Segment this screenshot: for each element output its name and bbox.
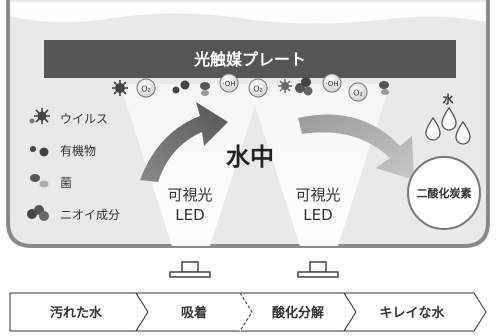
- virus-icon: [29, 108, 50, 124]
- bacteria-icon: [200, 82, 210, 96]
- odor-icon: [295, 77, 313, 96]
- oh-label: ·OH: [326, 80, 339, 88]
- o2-bubble: O₂: [248, 78, 268, 98]
- legend: ウイルス 有機物 菌 ニオイ成分: [27, 108, 120, 222]
- decomposition-arrow: [298, 114, 414, 180]
- o2-label: O₂: [253, 85, 263, 94]
- carbon-dioxide-label: 二酸化炭素: [417, 186, 472, 200]
- in-water-label: 水中: [226, 143, 274, 171]
- step-label: 酸化分解: [272, 305, 324, 321]
- legend-label: 菌: [60, 176, 72, 190]
- led-label-line1: 可視光: [295, 186, 340, 204]
- water-drop-icon: [455, 120, 471, 145]
- water-label: 水: [443, 92, 455, 106]
- water-drop-icon: [441, 106, 457, 131]
- bacteria-icon: [30, 174, 49, 188]
- led-label-line2: LED: [175, 206, 204, 224]
- legend-label: 有機物: [60, 143, 96, 158]
- led-label-line1: 可視光: [167, 186, 212, 204]
- oh-bubble: ·OH: [322, 73, 342, 93]
- legend-label: ウイルス: [60, 112, 108, 126]
- water-drop-icon: [425, 116, 441, 141]
- plate-label: 光触媒プレート: [193, 50, 306, 69]
- photocatalyst-plate: 光触媒プレート: [44, 40, 456, 78]
- organic-matter-icon: [30, 146, 49, 157]
- led-lamp-icon: [297, 261, 339, 278]
- virus-icon: [278, 79, 292, 93]
- virus-icon: [112, 80, 128, 96]
- o2-label: O₂: [353, 89, 363, 98]
- molecule-row: O₂ ·OH O₂ ·OH: [112, 73, 389, 102]
- step-label: キレイな水: [379, 305, 445, 321]
- legend-label: ニオイ成分: [60, 208, 120, 222]
- oh-bubble: ·OH: [219, 73, 239, 93]
- o2-bubble: O₂: [136, 78, 156, 98]
- organic-matter-icon: [172, 80, 190, 94]
- led-lamp-icon: [169, 261, 211, 278]
- carbon-dioxide-bubble: 二酸化炭素: [407, 156, 481, 230]
- oh-label: ·OH: [223, 80, 236, 88]
- water-drops: 水: [425, 92, 471, 145]
- step-label: 吸着: [181, 305, 207, 321]
- step-label: 汚れた水: [50, 305, 103, 321]
- led-label-line2: LED: [303, 206, 332, 224]
- o2-bubble: O₂: [348, 82, 368, 102]
- o2-label: O₂: [141, 85, 151, 94]
- bacteria-icon: [379, 81, 389, 95]
- odor-icon: [27, 205, 49, 221]
- adsorption-arrow: [140, 102, 228, 182]
- process-flow: 汚れた水 吸着 酸化分解 キレイな水: [9, 292, 487, 332]
